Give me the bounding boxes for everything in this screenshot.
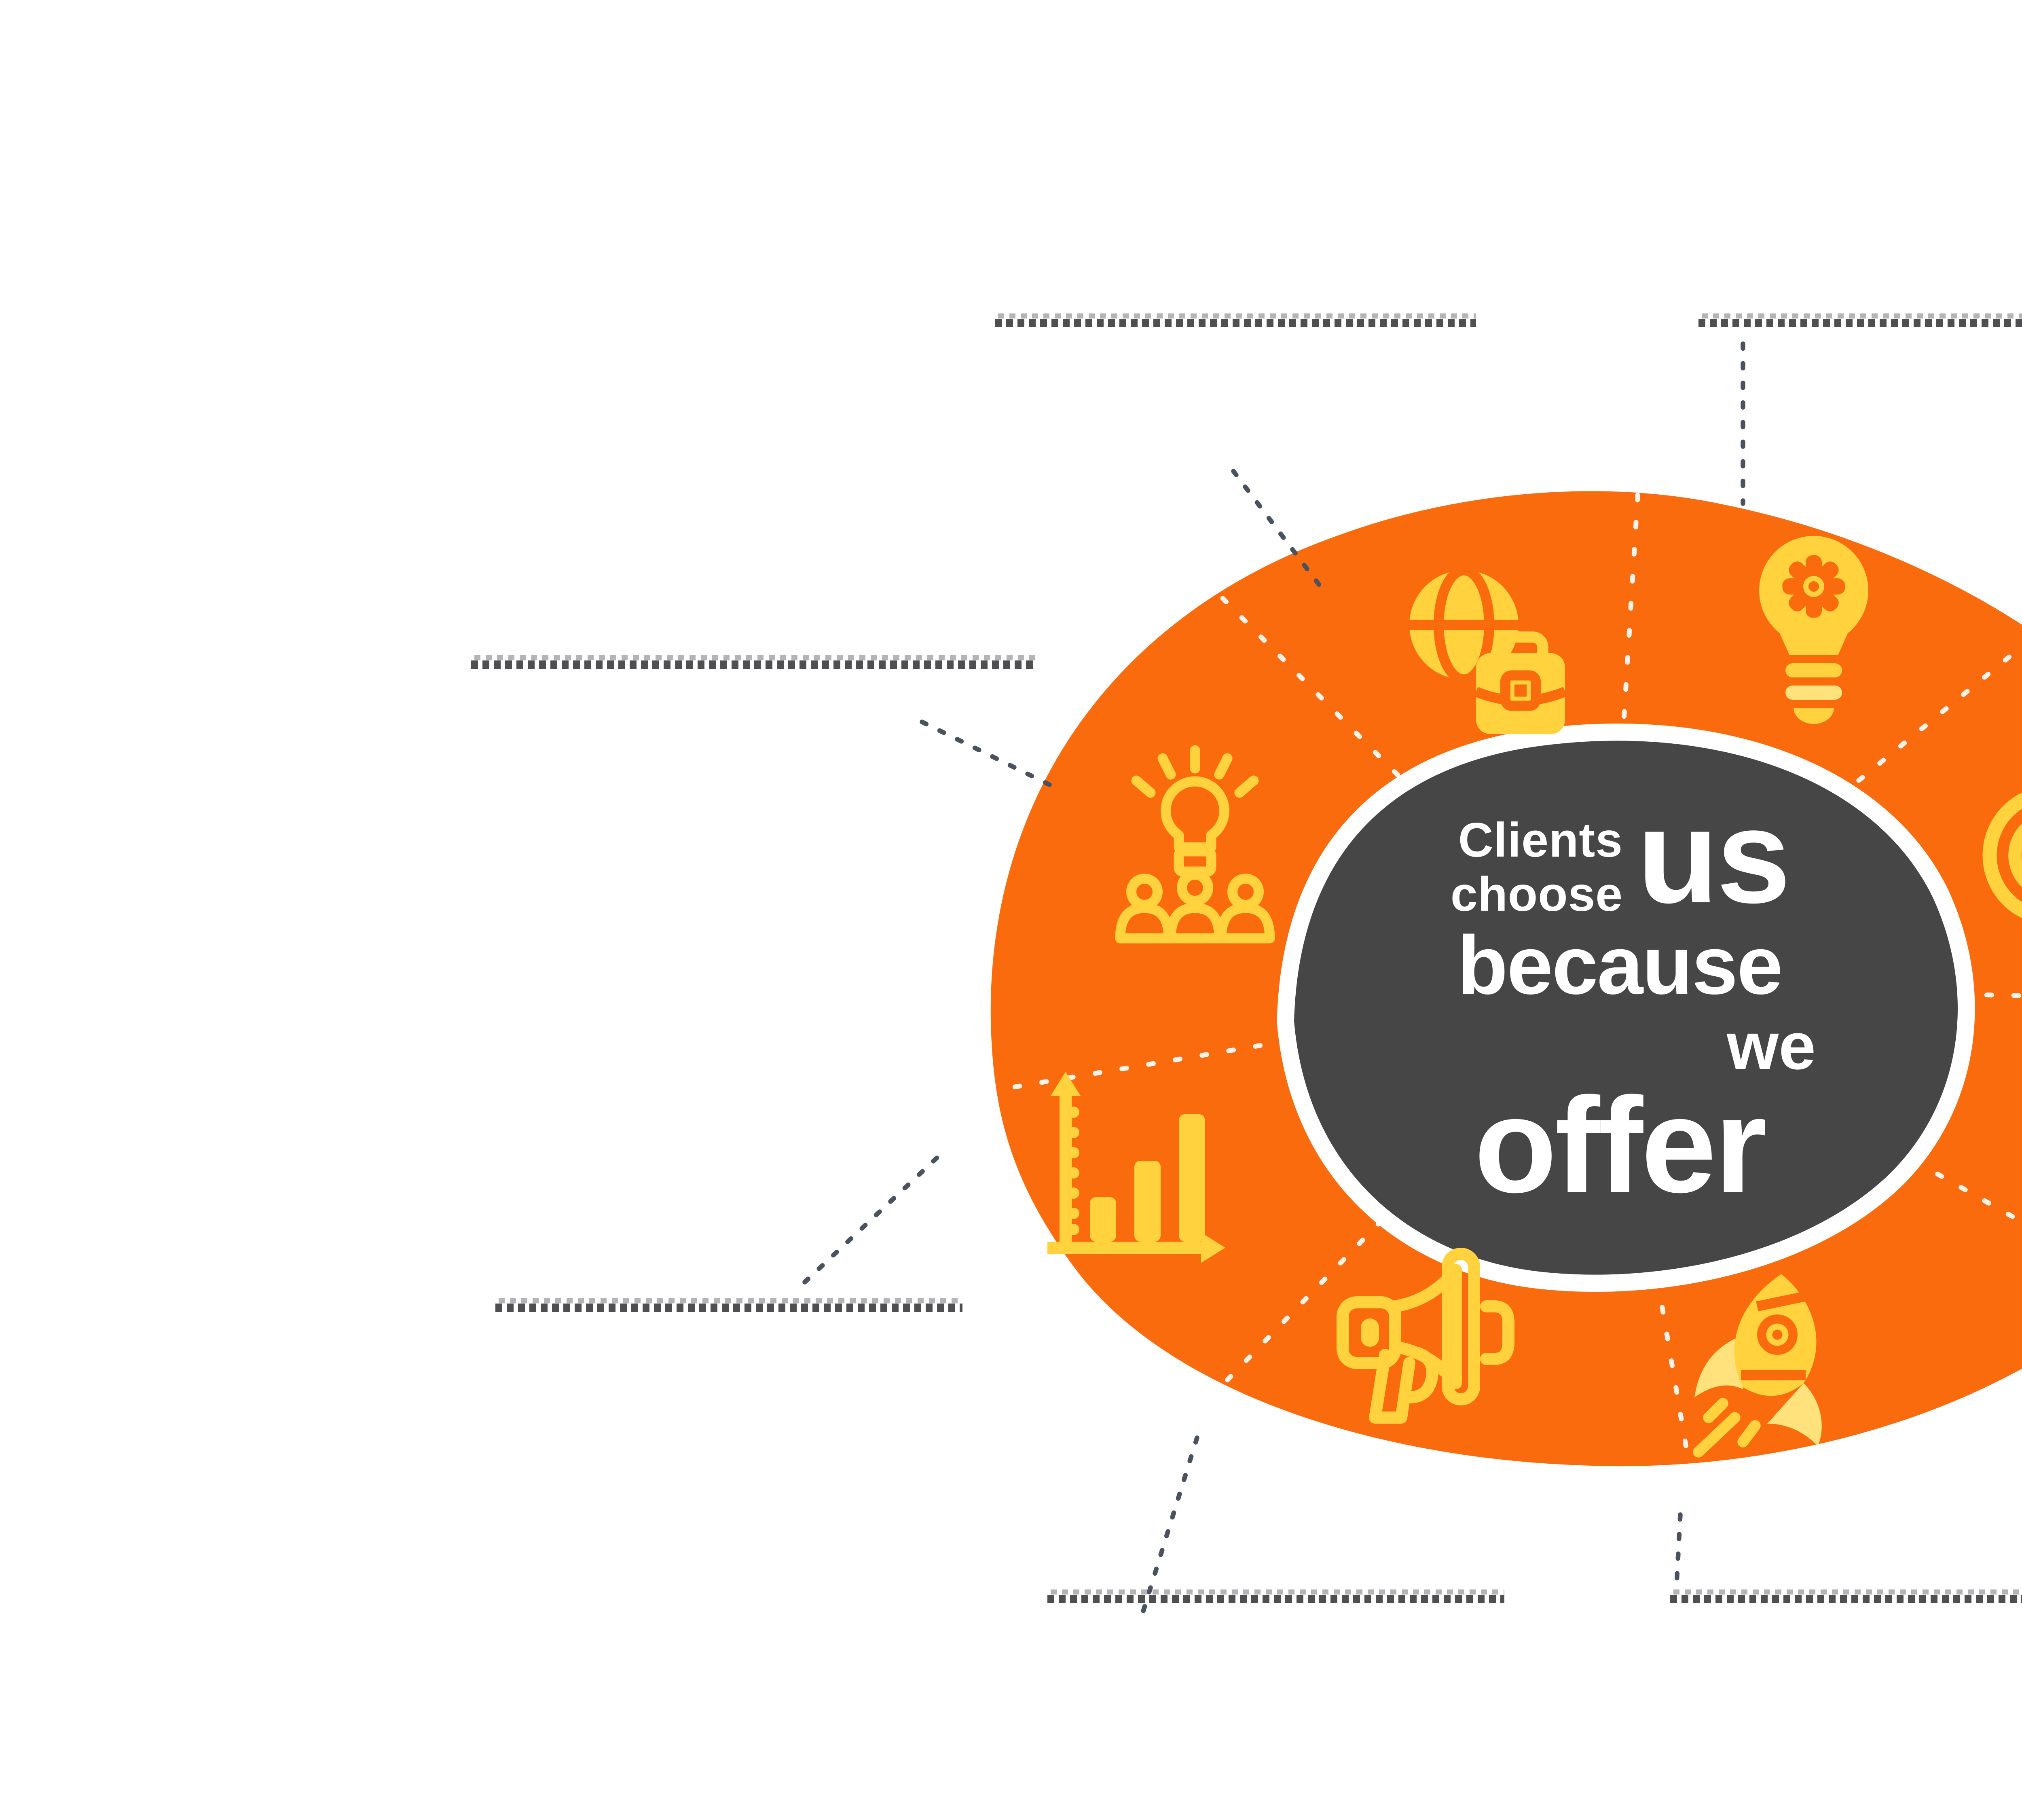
headline-small-words: Clients choose [1451,813,1623,922]
headline-offer: offer [1474,1069,1767,1221]
rocket-icon [1693,1274,1822,1458]
target-dart-icon [1982,792,2022,918]
headline-we: we [1726,1008,1816,1083]
headline-choose: choose [1450,867,1623,922]
headline-us: us [1637,781,1791,931]
connector-rocket [1674,1512,1683,1594]
connector-team [920,720,1056,789]
label-placeholder-bottom-left [1047,1589,1504,1604]
label-placeholder-bottom-right [1670,1589,2022,1604]
headline-because: because [1457,918,1783,1012]
headline-clients: Clients [1458,813,1623,867]
connector-global-business [1231,469,1329,597]
connector-bar-chart [802,1152,943,1285]
bar-chart-icon [1047,1072,1225,1263]
label-placeholder-top-left [995,313,1476,328]
headline-row-1: Clients choose us [1286,781,1953,931]
center-headline: Clients choose us because we offer [1286,781,1953,1221]
label-placeholder-top-right [1698,313,2022,328]
team-idea-icon [1115,745,1275,944]
label-connectors [802,341,1745,1616]
ray-up-right [1605,643,2022,989]
center-pebble [1277,724,1975,1292]
global-business-icon [1409,565,1567,734]
label-placeholder-left-upper [471,655,1035,669]
label-placeholder-left-lower [495,1298,962,1312]
megaphone-icon [1337,1248,1514,1424]
idea-gear-bulb-icon [1759,536,1868,724]
ray-up-left [1187,562,1610,989]
connector-megaphone [1140,1435,1199,1616]
